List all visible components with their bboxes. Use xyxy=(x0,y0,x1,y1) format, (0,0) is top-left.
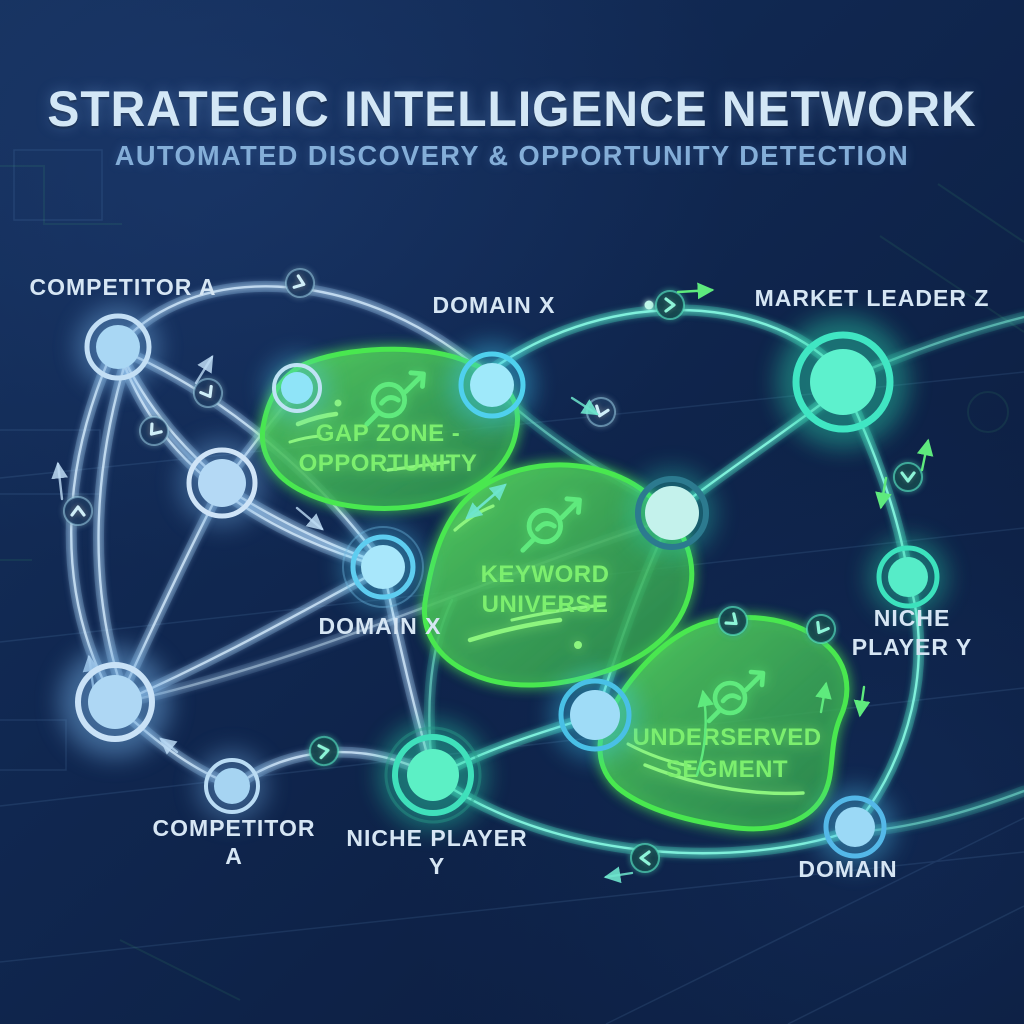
zone-underserved-label-line1: UNDERSERVED xyxy=(632,724,821,751)
network-nodes xyxy=(59,305,948,867)
connection-lines xyxy=(71,286,1024,853)
chevron-badge-icon xyxy=(581,392,621,432)
node-domain-bottom xyxy=(815,787,895,867)
label-niche-player-y-right-line2: PLAYER Y xyxy=(852,634,973,660)
zone-gap-label-line2: OPPORTUNITY xyxy=(299,450,478,477)
label-niche-player-y-bottom-line2: Y xyxy=(429,853,445,879)
node-domain-x-top xyxy=(450,343,534,427)
arrow-icon xyxy=(159,737,179,755)
node-market-leader-z xyxy=(777,316,909,448)
zone-keyword-label-line2: UNIVERSE xyxy=(482,591,609,618)
node-labels: COMPETITOR A DOMAIN X MARKET LEADER Z DO… xyxy=(29,274,990,882)
pulse-dot xyxy=(644,300,654,310)
label-market-leader-z: MARKET LEADER Z xyxy=(755,285,990,311)
chevron-badge-icon xyxy=(306,733,342,769)
label-niche-player-y-bottom-line1: NICHE PLAYER xyxy=(346,825,527,851)
zone-dot xyxy=(574,641,582,649)
arrow-icon xyxy=(570,396,600,416)
arrow-icon xyxy=(676,282,715,300)
node-mid-left xyxy=(178,439,266,527)
arrow-icon xyxy=(194,354,214,385)
arrow-icon xyxy=(853,685,871,718)
arrow-icon xyxy=(695,689,714,777)
label-niche-player-y-right-line1: NICHE xyxy=(874,605,951,631)
arrow-icon xyxy=(875,476,892,510)
zone-gap-label-line1: GAP ZONE - xyxy=(316,420,461,447)
arrow-icon xyxy=(916,438,934,472)
chevron-badge-icon xyxy=(654,289,686,321)
label-domain-bottom: DOMAIN xyxy=(798,856,897,882)
background-circuit-traces xyxy=(0,165,1024,1001)
label-competitor-a-bottom-line2: A xyxy=(225,843,243,869)
label-competitor-a-bottom-line1: COMPETITOR xyxy=(153,815,316,841)
page-subtitle: AUTOMATED DISCOVERY & OPPORTUNITY DETECT… xyxy=(114,140,910,171)
label-domain-x-mid: DOMAIN X xyxy=(319,613,442,639)
node-niche-player-y-right xyxy=(868,537,948,617)
zone-streaks xyxy=(626,742,805,796)
page-title: STRATEGIC INTELLIGENCE NETWORK xyxy=(47,81,977,137)
label-competitor-a-top: COMPETITOR A xyxy=(29,274,216,300)
arrow-icon xyxy=(465,487,503,520)
flow-arrows xyxy=(51,282,934,884)
chevron-badge-icon xyxy=(629,842,661,874)
label-domain-x-top: DOMAIN X xyxy=(433,292,556,318)
node-domain-x-mid xyxy=(341,525,425,609)
zone-streaks xyxy=(288,411,450,472)
arrow-icon xyxy=(295,506,324,531)
arrow-icon xyxy=(815,681,832,714)
node-mid-bottom xyxy=(551,671,639,759)
chevron-badge-icon xyxy=(62,495,94,527)
node-pale-teal xyxy=(628,469,716,557)
node-competitor-a-bottom xyxy=(196,750,268,822)
zone-keyword-label-line1: KEYWORD xyxy=(481,561,610,588)
zone-underserved-label-line2: SEGMENT xyxy=(666,756,788,783)
arrow-icon xyxy=(51,461,68,501)
node-competitor-a-top xyxy=(76,305,160,389)
zone-dot xyxy=(334,399,342,407)
node-hub-left xyxy=(59,646,171,758)
node-niche-player-y-bottom xyxy=(379,721,487,829)
chevron-badge-icon xyxy=(892,461,924,493)
node-small-cyan xyxy=(265,356,329,420)
arrow-icon xyxy=(603,866,634,884)
